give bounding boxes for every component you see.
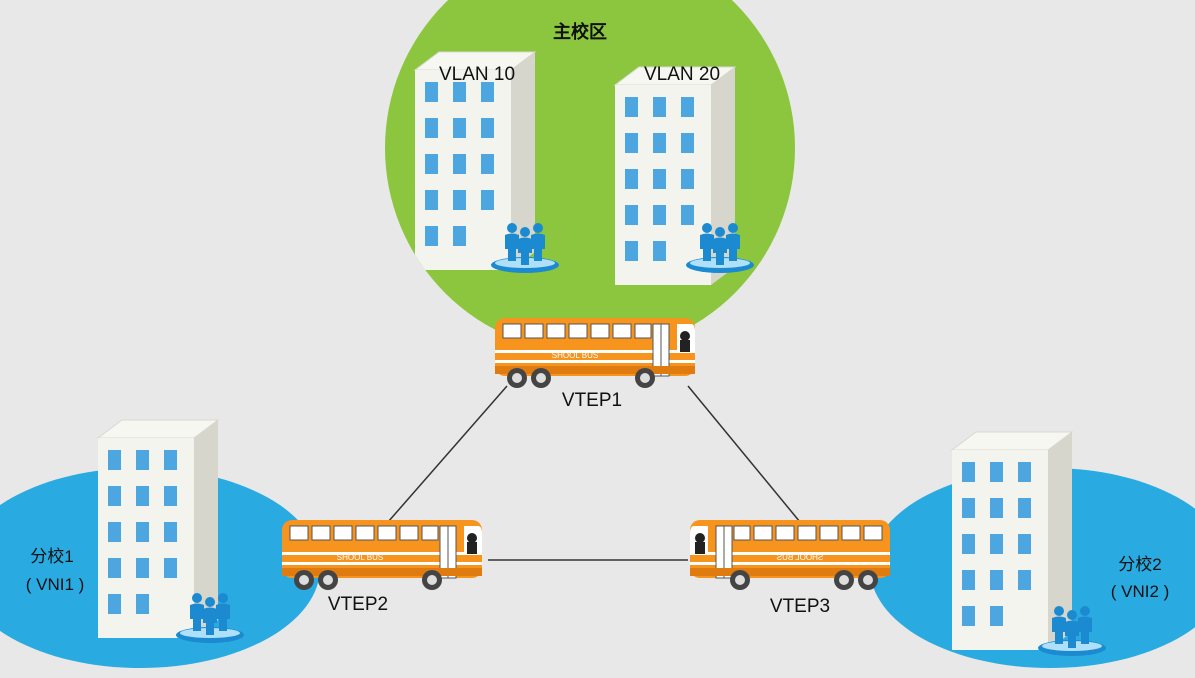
vtep3-bus-text: SHOOL BUS <box>777 553 823 562</box>
vtep2-label: VTEP2 <box>328 594 388 615</box>
link-vtep1-vtep3 <box>687 385 801 523</box>
vlan10-label: VLAN 10 <box>439 64 515 85</box>
branch2-vni: ( VNI2 ) <box>1111 582 1170 601</box>
branch2-name: 分校2 <box>1118 555 1161 574</box>
branch1-name: 分校1 <box>30 547 73 566</box>
link-vtep1-vtep2 <box>387 385 508 523</box>
branch1-vni: ( VNI1 ) <box>26 575 85 594</box>
vlan20-label: VLAN 20 <box>644 64 720 85</box>
main-campus: 主校区 VLAN 10 VLAN 20 <box>385 0 795 353</box>
vtep2-bus: SHOOL BUS VTEP2 <box>281 519 483 615</box>
branch-campus-1: 分校1 ( VNI1 ) <box>0 419 320 668</box>
vtep3-label: VTEP3 <box>770 596 830 617</box>
main-campus-title: 主校区 <box>553 21 607 42</box>
vtep3-bus: SHOOL BUS VTEP3 <box>689 519 891 617</box>
vtep-links <box>387 385 801 561</box>
vtep1-bus-text: SHOOL BUS <box>552 351 598 360</box>
vtep2-bus-text: SHOOL BUS <box>337 553 383 562</box>
vtep1-label: VTEP1 <box>562 390 622 411</box>
branch-campus-2: 分校2 ( VNI2 ) <box>870 431 1195 668</box>
vtep1-bus: SHOOL BUS VTEP1 <box>494 317 696 411</box>
